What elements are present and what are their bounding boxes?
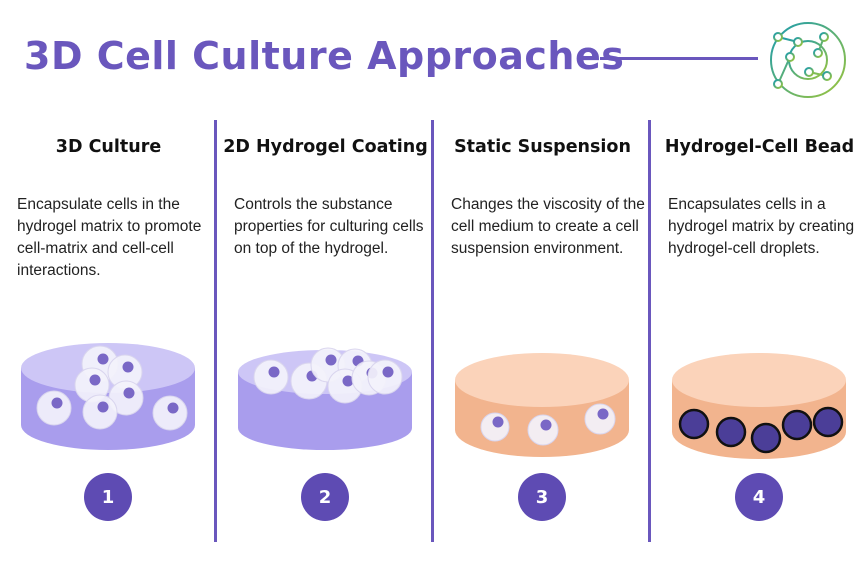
- cell-nucleus: [123, 387, 135, 399]
- cell: [584, 403, 616, 435]
- cell-nucleus: [51, 397, 63, 409]
- hydrogel-bead: [678, 408, 710, 440]
- approach-description: Changes the viscosity of the cell medium…: [451, 196, 645, 257]
- cell-nucleus: [268, 366, 280, 378]
- approach-description: Encapsulate cells in the hydrogel matrix…: [17, 196, 202, 279]
- dish-top: [455, 353, 629, 407]
- approach-2d-hydrogel-coating: 2D Hydrogel Coating Controls the substan…: [217, 120, 434, 550]
- dish-top: [672, 353, 846, 407]
- cell-nucleus: [97, 353, 109, 365]
- cell-nucleus: [325, 354, 337, 366]
- column-divider: [431, 120, 434, 542]
- approach-title: Hydrogel-Cell Bead: [664, 137, 855, 157]
- hydrogel-bead: [750, 422, 782, 454]
- cell-nucleus: [97, 401, 109, 413]
- hydrogel-bead: [715, 416, 747, 448]
- approach-title: 3D Culture: [55, 137, 162, 157]
- approach-static-suspension: Static Suspension Changes the viscosity …: [434, 120, 651, 550]
- approach-title: 2D Hydrogel Coating: [223, 137, 428, 157]
- hydrogel-bead: [812, 406, 844, 438]
- approach-title: Static Suspension: [454, 137, 631, 157]
- cell-nucleus: [492, 416, 504, 428]
- approach-hydrogel-cell-bead: Hydrogel-Cell Bead Encapsulates cells in…: [651, 120, 866, 550]
- step-badge: 2: [301, 473, 349, 521]
- approach-description: Encapsulates cells in a hydrogel matrix …: [668, 196, 855, 257]
- hydrogel-bead: [781, 409, 813, 441]
- dish-illustration: [672, 353, 846, 459]
- cell: [82, 394, 118, 430]
- cell: [367, 359, 403, 395]
- cell-nucleus: [382, 366, 394, 378]
- cell: [152, 395, 188, 431]
- cell: [36, 390, 72, 426]
- approach-description: Controls the substance properties for cu…: [234, 196, 424, 257]
- cell: [527, 414, 559, 446]
- dish-illustration: [21, 343, 195, 450]
- dish-illustration: [238, 347, 412, 450]
- cell-nucleus: [122, 361, 134, 373]
- cell-nucleus: [342, 375, 354, 387]
- cell: [253, 359, 289, 395]
- step-badge: 1: [84, 473, 132, 521]
- cell: [480, 412, 510, 442]
- logo-icon: [770, 22, 846, 98]
- cell-nucleus: [597, 408, 609, 420]
- dish-illustration: [455, 353, 629, 457]
- column-divider: [214, 120, 217, 542]
- cell-nucleus: [540, 419, 552, 431]
- step-badge: 3: [518, 473, 566, 521]
- cell-nucleus: [89, 374, 101, 386]
- page-title: 3D Cell Culture Approaches: [24, 34, 625, 78]
- step-badge: 4: [735, 473, 783, 521]
- approach-3d-culture: 3D Culture Encapsulate cells in the hydr…: [0, 120, 217, 550]
- title-rule: [600, 57, 758, 60]
- cell-nucleus: [167, 402, 179, 414]
- column-divider: [648, 120, 651, 542]
